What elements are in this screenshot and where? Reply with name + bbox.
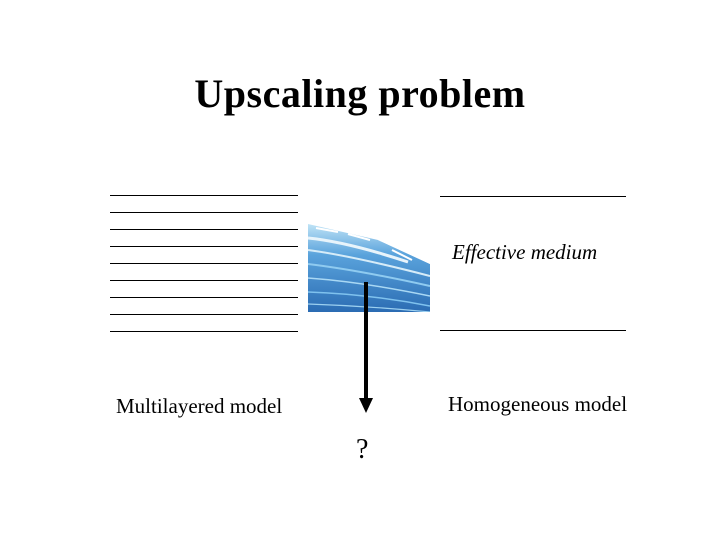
layer-line [110, 263, 298, 264]
layer-line [110, 314, 298, 315]
layer-line [110, 195, 298, 196]
layered-water-photo [308, 224, 430, 312]
effective-medium-label: Effective medium [452, 240, 598, 264]
slide-title: Upscaling problem [194, 71, 526, 116]
question-mark: ? [356, 434, 369, 465]
layer-line [110, 229, 298, 230]
layer-line [110, 212, 298, 213]
multilayered-model-label: Multilayered model [116, 394, 283, 418]
layer-line [110, 297, 298, 298]
homogeneous-bottom-line [440, 330, 626, 331]
layer-line [110, 331, 298, 332]
homogeneous-top-line [440, 196, 626, 197]
layer-line [110, 280, 298, 281]
down-arrow-icon [359, 282, 373, 413]
layer-line [110, 246, 298, 247]
homogeneous-model-label: Homogeneous model [448, 392, 628, 416]
